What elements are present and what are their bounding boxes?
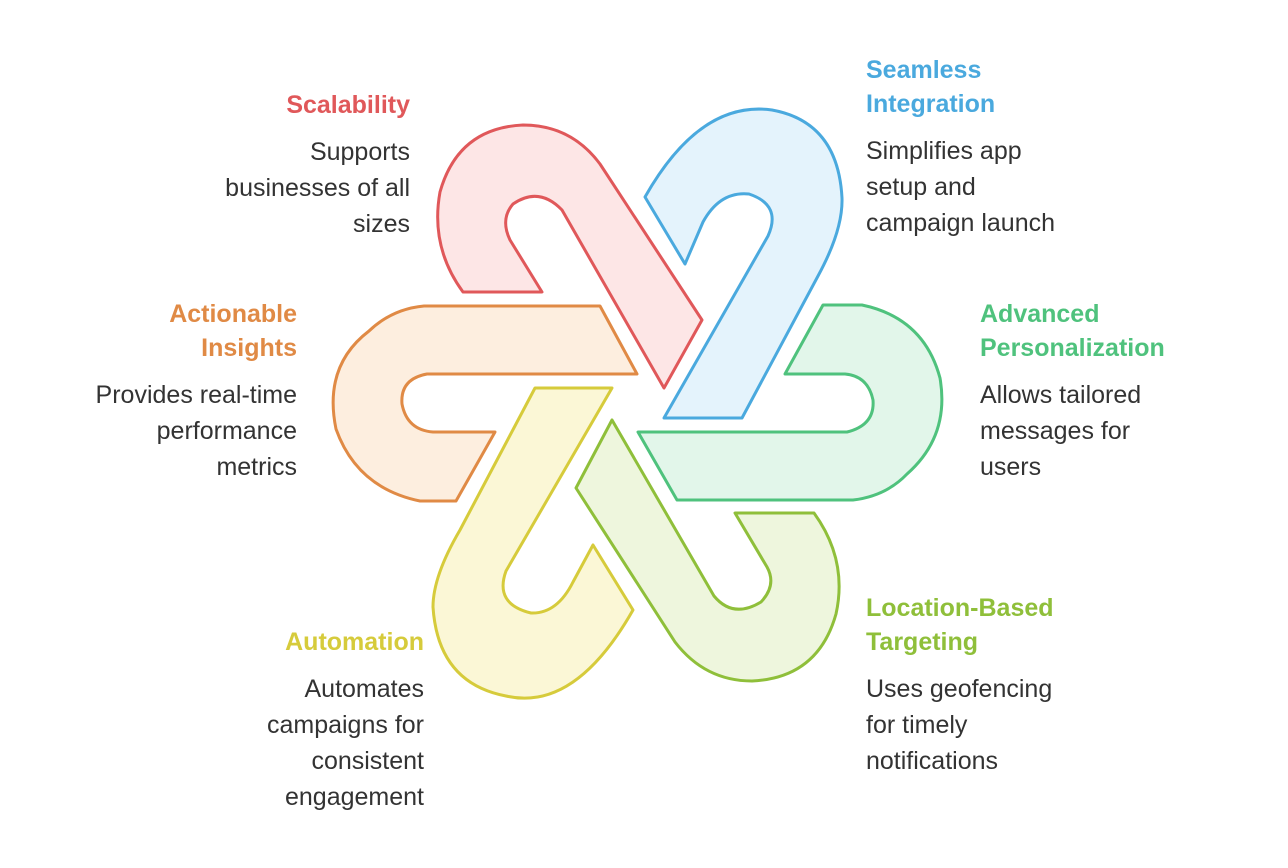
actionable-insights-label: Actionable Insights Provides real-time p… bbox=[96, 297, 297, 485]
actionable-insights-title: Actionable Insights bbox=[96, 297, 297, 365]
location-based-targeting-description: Uses geofencing for timely notifications bbox=[866, 671, 1054, 779]
description-line: consistent bbox=[311, 747, 424, 775]
actionable-insights-description: Provides real-time performance metrics bbox=[96, 377, 297, 485]
description-line: messages for bbox=[980, 417, 1131, 445]
title-line: Automation bbox=[285, 628, 424, 656]
actionable-loop bbox=[331, 304, 639, 503]
scalability-description: Supports businesses of all sizes bbox=[225, 134, 410, 242]
description-line: campaign launch bbox=[866, 209, 1056, 237]
description-line: for timely bbox=[866, 711, 968, 739]
seamless-integration-label: Seamless Integration Simplifies app setu… bbox=[866, 53, 1055, 241]
title-line: Location-Based bbox=[866, 594, 1054, 622]
scalability-loop bbox=[436, 123, 704, 390]
advanced-personalization-description: Allows tailored messages for users bbox=[980, 377, 1165, 485]
title-line: Advanced bbox=[980, 300, 1100, 328]
description-line: Simplifies app bbox=[866, 137, 1022, 165]
title-line: Personalization bbox=[980, 334, 1165, 362]
description-line: metrics bbox=[216, 453, 297, 481]
title-line: Actionable bbox=[169, 300, 297, 328]
description-line: Supports bbox=[309, 138, 410, 166]
advanced-loop bbox=[636, 303, 944, 502]
title-line: Integration bbox=[866, 90, 996, 118]
seamless-loop bbox=[643, 107, 844, 420]
description-line: businesses of all bbox=[225, 174, 410, 202]
title-line: Insights bbox=[201, 334, 297, 362]
description-line: Uses geofencing bbox=[866, 675, 1053, 703]
advanced-personalization-label: Advanced Personalization Allows tailored… bbox=[980, 297, 1165, 485]
description-line: setup and bbox=[866, 173, 976, 201]
title-line: Targeting bbox=[866, 628, 979, 656]
automation-title: Automation bbox=[267, 625, 424, 659]
seamless-integration-description: Simplifies app setup and campaign launch bbox=[866, 133, 1055, 241]
description-line: Provides real-time bbox=[95, 381, 297, 409]
location-based-targeting-label: Location-Based Targeting Uses geofencing… bbox=[866, 591, 1054, 779]
seamless-integration-title: Seamless Integration bbox=[866, 53, 1055, 121]
description-line: sizes bbox=[353, 210, 410, 238]
title-line: Seamless bbox=[866, 56, 982, 84]
description-line: users bbox=[980, 453, 1042, 481]
automation-description: Automates campaigns for consistent engag… bbox=[267, 671, 424, 815]
description-line: campaigns for bbox=[266, 711, 424, 739]
title-line: Scalability bbox=[286, 91, 410, 119]
description-line: Automates bbox=[304, 675, 424, 703]
advanced-personalization-title: Advanced Personalization bbox=[980, 297, 1165, 365]
scalability-title: Scalability bbox=[225, 88, 410, 122]
automation-loop bbox=[431, 386, 635, 700]
location-loop bbox=[574, 418, 841, 683]
scalability-label: Scalability Supports businesses of all s… bbox=[225, 88, 410, 242]
description-line: Allows tailored bbox=[980, 381, 1142, 409]
description-line: engagement bbox=[284, 783, 424, 811]
location-based-targeting-title: Location-Based Targeting bbox=[866, 591, 1054, 659]
description-line: performance bbox=[156, 417, 297, 445]
description-line: notifications bbox=[866, 747, 999, 775]
automation-label: Automation Automates campaigns for consi… bbox=[267, 625, 424, 815]
